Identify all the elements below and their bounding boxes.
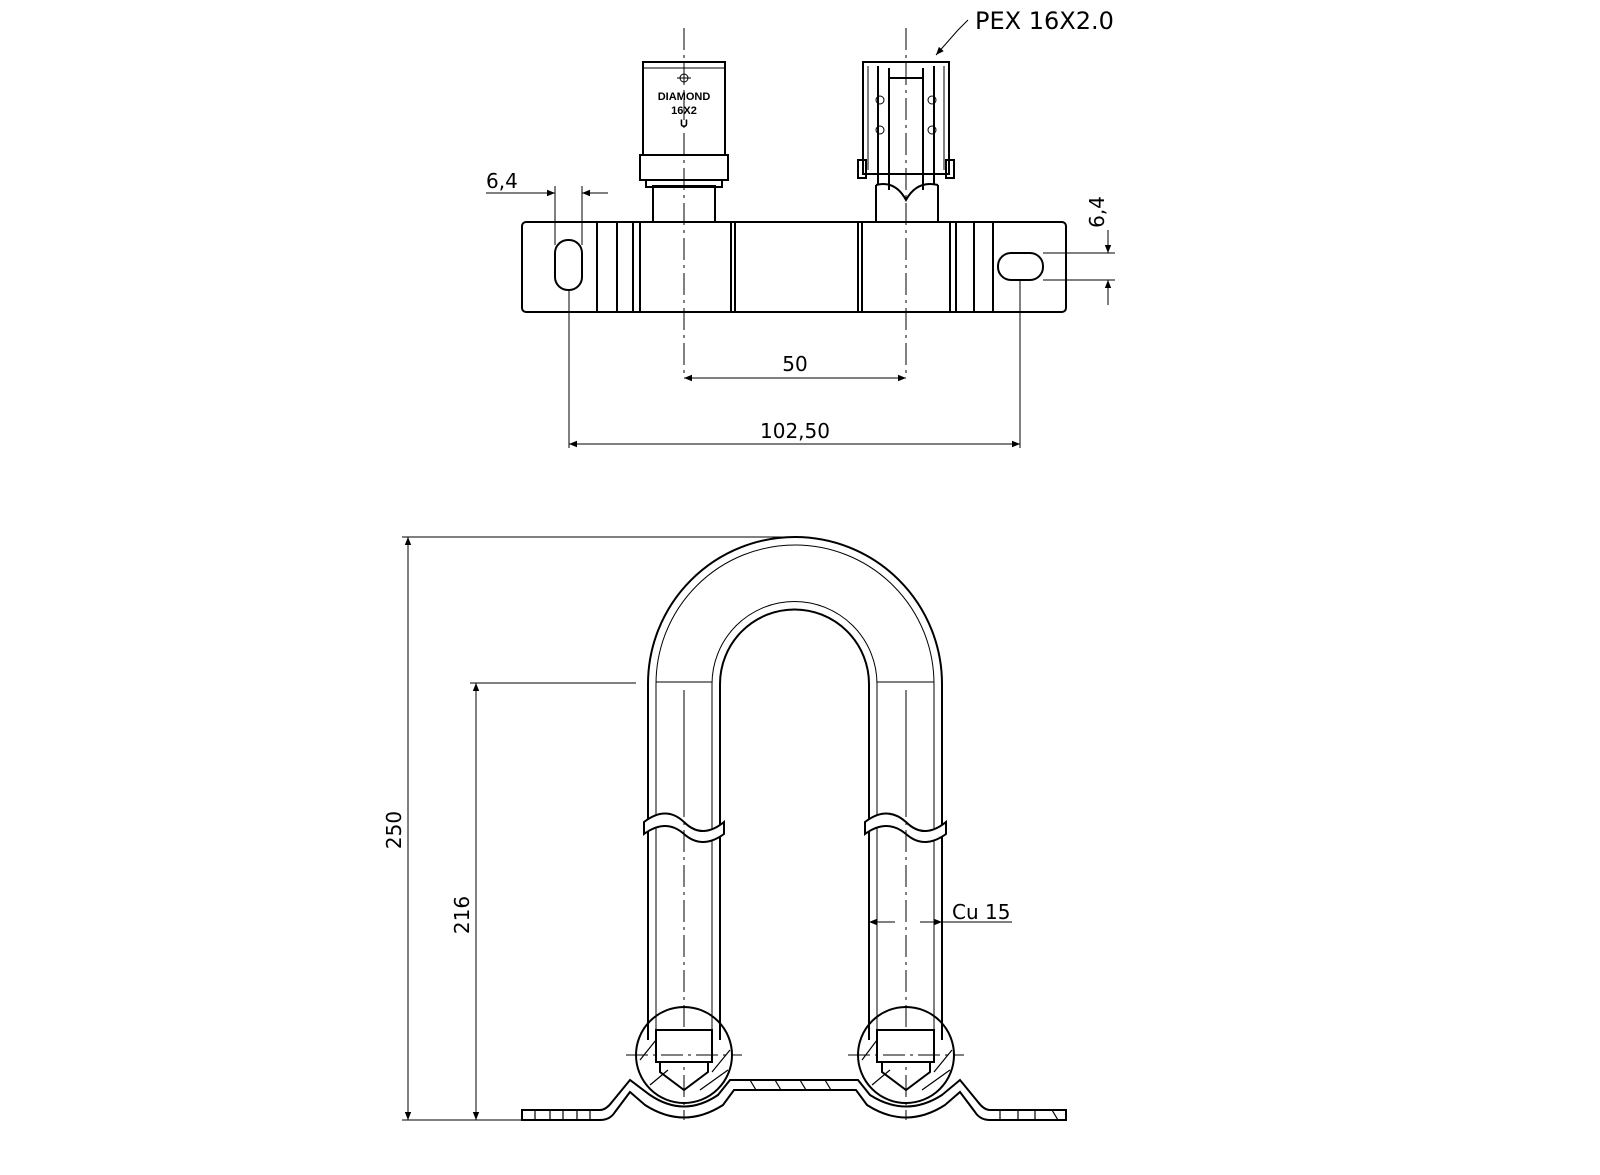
- dim-tube-diameter: Cu 15: [869, 900, 1012, 926]
- dim-center-distance: 50: [684, 352, 906, 382]
- base-plate-grooves: [596, 222, 994, 312]
- dim-slot-width-top-label: 6,4: [486, 169, 518, 193]
- dim-overall-height: 250: [382, 536, 794, 1121]
- dim-slot-width-top: 6,4: [486, 169, 608, 245]
- dim-leg-height: 216: [450, 682, 636, 1120]
- top-view: DIAMOND 16X2 U PEX 16X2.0 6,4: [486, 7, 1115, 448]
- dim-leg-height-label: 216: [450, 896, 474, 934]
- solder-joints: [626, 1006, 964, 1104]
- front-view: 250 216 Cu 15: [382, 536, 1067, 1121]
- dim-overall-height-label: 250: [382, 811, 406, 849]
- mounting-bracket: [521, 1078, 1067, 1121]
- dim-mount-distance: 102,50: [568, 280, 1021, 448]
- dim-center-distance-label: 50: [782, 352, 807, 376]
- mounting-slot-left: [554, 239, 583, 291]
- mounting-slot-right: [997, 252, 1044, 281]
- pex-leader: [935, 19, 969, 56]
- u-tube: [643, 536, 947, 1120]
- dim-slot-width-side: 6,4: [1043, 196, 1115, 305]
- fitting-marking-line1: DIAMOND: [658, 91, 711, 103]
- tube-material-label: Cu 15: [952, 900, 1010, 924]
- dim-mount-distance-label: 102,50: [760, 419, 830, 443]
- base-plate: [521, 221, 1067, 313]
- fitting-marking-line3: U: [680, 118, 688, 130]
- dim-slot-width-side-label: 6,4: [1085, 196, 1109, 228]
- pex-label: PEX 16X2.0: [975, 7, 1114, 35]
- press-fitting-right-section: [857, 61, 955, 222]
